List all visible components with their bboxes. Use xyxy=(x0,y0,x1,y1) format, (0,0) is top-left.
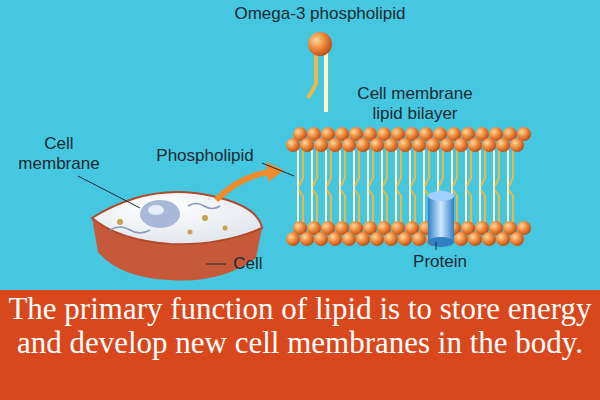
molecule-label: Omega-3 phospholipid xyxy=(230,4,410,24)
leader-line xyxy=(262,163,294,176)
lipid-bilayer xyxy=(286,127,531,246)
part-label: Cell membrane xyxy=(14,134,104,174)
part-label: Cell xyxy=(228,254,268,274)
part-label: Protein xyxy=(400,252,480,272)
leader-line xyxy=(78,176,140,208)
leader-line xyxy=(206,264,226,265)
caption-text: The primary function of lipid is to stor… xyxy=(4,292,596,360)
zoom-arrow xyxy=(216,172,270,200)
protein-channel xyxy=(428,191,454,250)
part-label: Phospholipid xyxy=(150,146,260,166)
phospholipid-molecule xyxy=(308,32,332,112)
bilayer-label: Cell membrane lipid bilayer xyxy=(340,84,490,124)
